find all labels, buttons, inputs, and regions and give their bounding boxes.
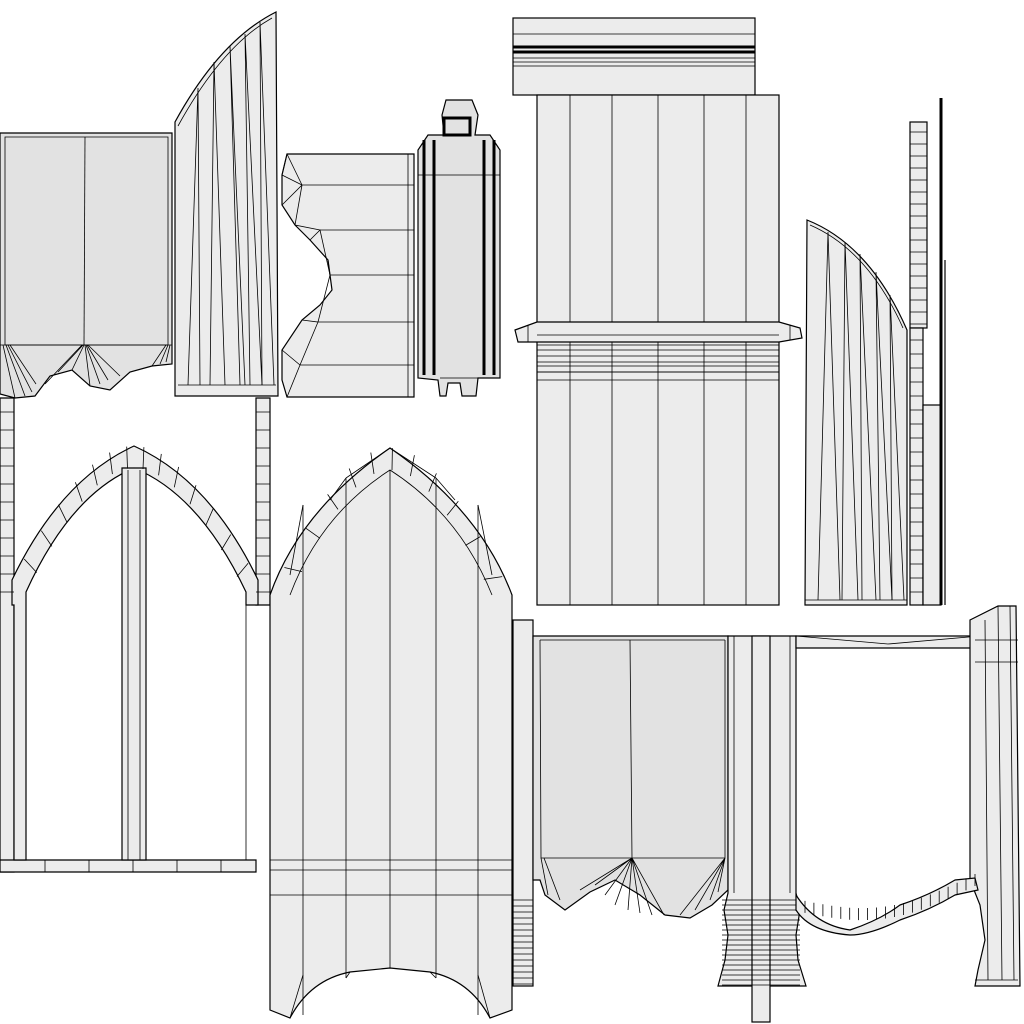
- curved-fan-panel-right: [804, 219, 908, 606]
- gothic-arch-frame: [0, 397, 271, 873]
- tall-bracket-piece: [417, 99, 501, 397]
- central-column-panel: [514, 94, 803, 606]
- drape-panel-top-left: [0, 132, 173, 399]
- drape-panel-bottom: [512, 619, 729, 987]
- curved-fan-panel-left: [174, 11, 279, 397]
- notched-block: [281, 153, 415, 398]
- striped-cap-strip: [512, 17, 756, 96]
- gothic-arch-panel: [269, 447, 513, 1019]
- thin-trim-strips-right: [909, 98, 946, 606]
- open-drape-frame: [795, 605, 1021, 987]
- pillar-bottom: [717, 635, 807, 1023]
